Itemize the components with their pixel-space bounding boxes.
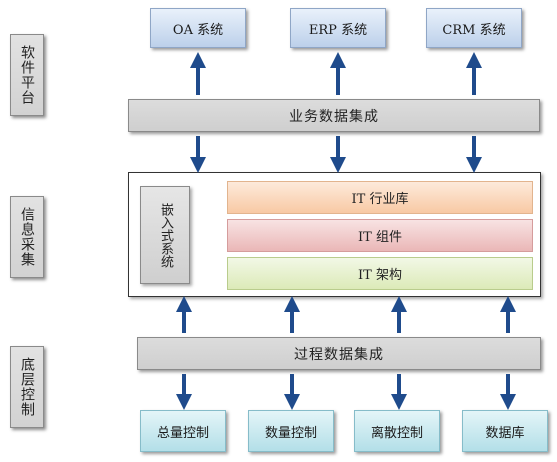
control-database: 数据库 [462, 410, 548, 452]
control-quantity: 数量控制 [248, 410, 334, 452]
system-erp: ERP 系统 [290, 8, 386, 48]
control-discrete: 离散控制 [354, 410, 440, 452]
side-label-low-level-control: 底层控制 [10, 346, 44, 428]
layer-it-industry-library: IT 行业库 [227, 181, 533, 214]
system-oa: OA 系统 [150, 8, 246, 48]
process-data-integration-bar: 过程数据集成 [137, 337, 541, 370]
side-label-software-platform: 软件平台 [10, 34, 44, 116]
business-data-integration-bar: 业务数据集成 [128, 99, 540, 132]
embedded-system-box: 嵌入式系统 [140, 186, 190, 284]
layer-it-components: IT 组件 [227, 219, 533, 252]
side-label-info-collection: 信息采集 [10, 196, 44, 278]
system-crm: CRM 系统 [426, 8, 522, 48]
layer-it-architecture: IT 架构 [227, 257, 533, 290]
control-total-quantity: 总量控制 [140, 410, 226, 452]
